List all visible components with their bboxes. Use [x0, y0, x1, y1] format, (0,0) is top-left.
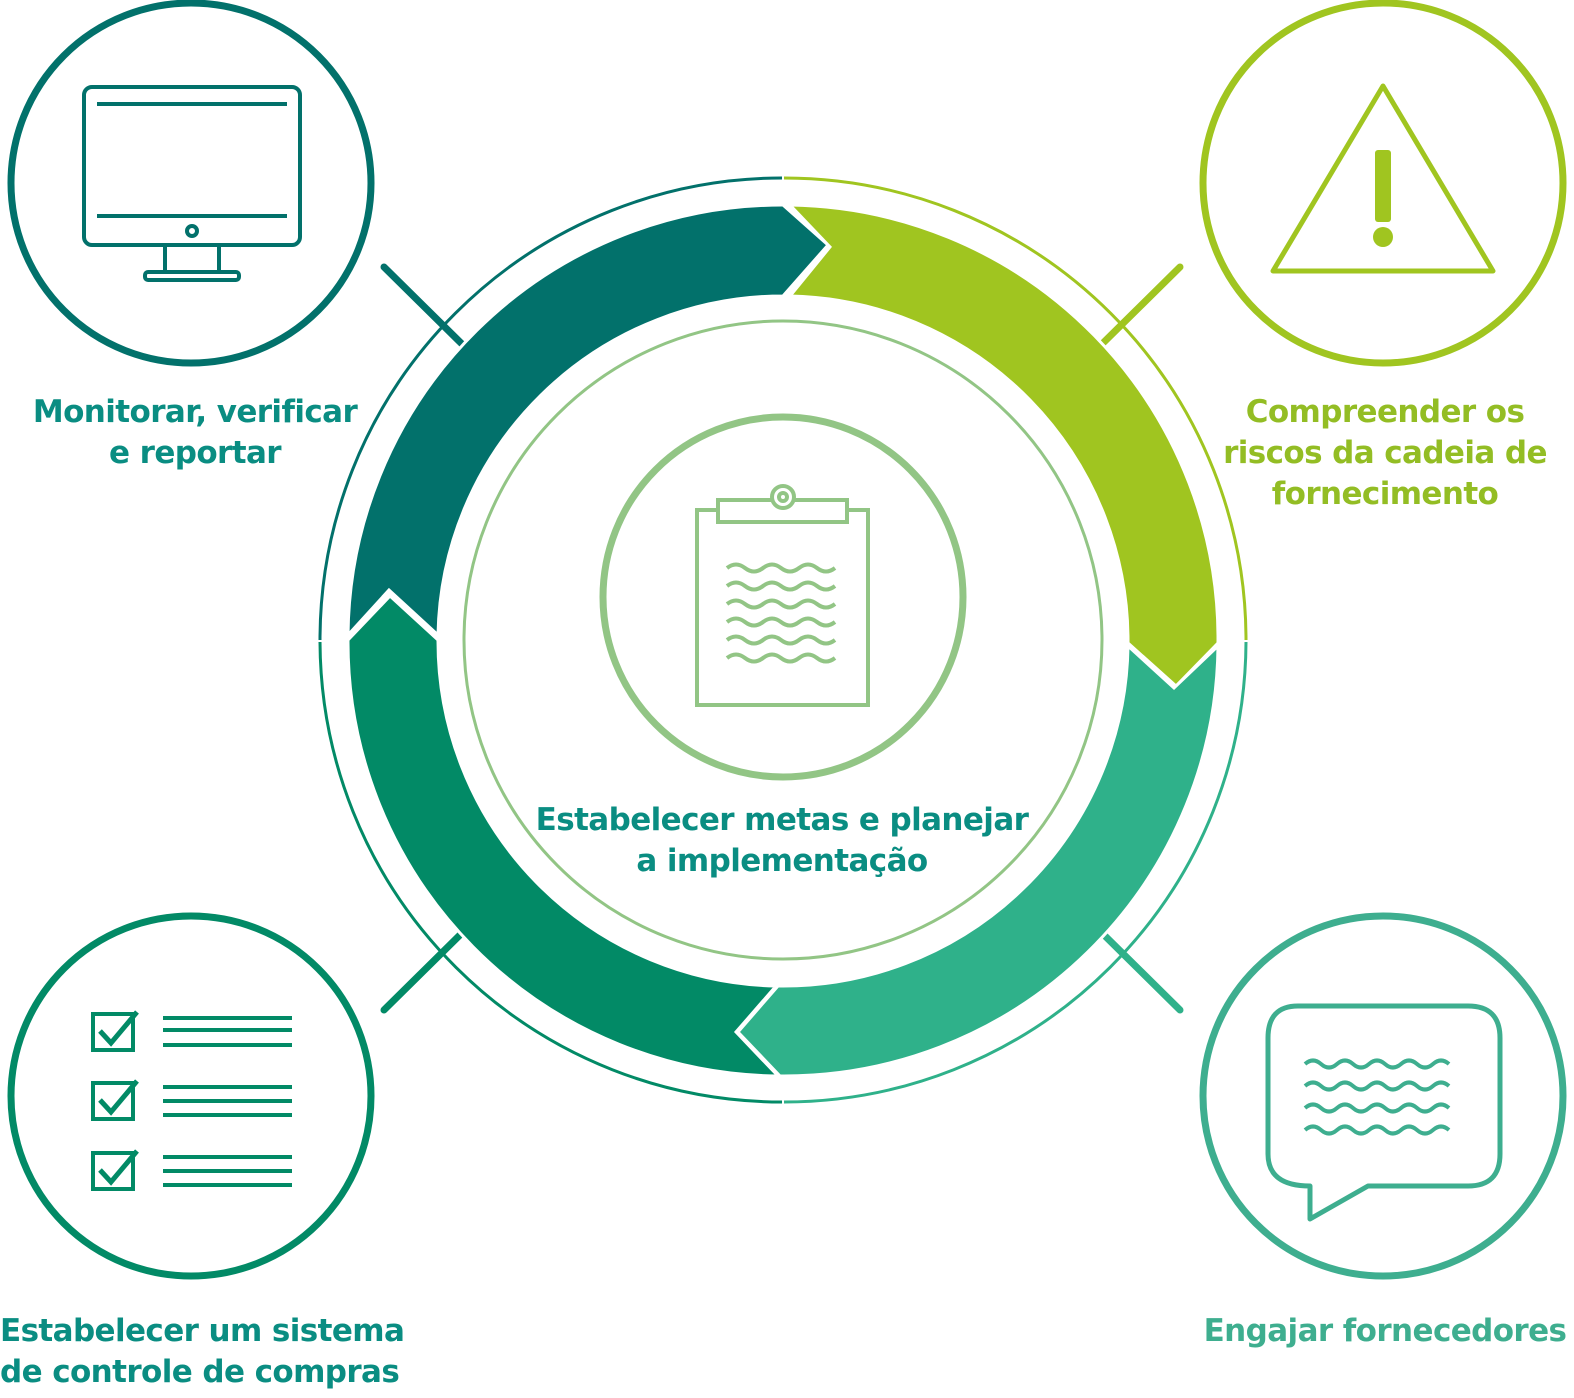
step-label-engage-line1: Engajar fornecedores — [1203, 1313, 1567, 1349]
warning-circle — [1199, 0, 1567, 367]
center-icon-ring — [599, 413, 967, 781]
chat-circle — [1199, 912, 1567, 1280]
step-label-controls: Estabelecer um sistema de controle de co… — [0, 1311, 405, 1393]
step-label-monitor-line2: e reportar — [109, 435, 282, 471]
step-label-controls-line2: de controle de compras — [0, 1354, 400, 1390]
step-label-risks-line2: riscos da cadeia de — [1223, 435, 1547, 471]
arrow-segment-top-left — [346, 203, 831, 639]
center-label-line2: a implementação — [636, 843, 928, 879]
step-label-monitor: Monitorar, verificar e reportar — [10, 392, 380, 474]
step-label-engage: Engajar fornecedores — [1195, 1311, 1574, 1352]
connector-top-left — [380, 263, 467, 349]
step-label-risks-line3: fornecimento — [1271, 476, 1499, 512]
outer-ring-bottom-left — [318, 641, 783, 1104]
connector-bottom-right — [1097, 928, 1184, 1014]
step-label-monitor-line1: Monitorar, verificar — [32, 394, 358, 430]
warning-icon — [1270, 83, 1496, 274]
center-label: Estabelecer metas e planejar a implement… — [500, 800, 1064, 882]
arrow-segment-bottom-left — [346, 593, 782, 1078]
outer-ring-top-left — [318, 176, 783, 641]
step-label-risks: Compreender os riscos da cadeia de forne… — [1195, 392, 1574, 515]
inner-ring — [462, 319, 1104, 961]
connector-top-right — [1097, 263, 1184, 349]
arrow-segment-top-right — [786, 203, 1220, 689]
monitor-icon — [82, 85, 302, 282]
outer-ring-bottom-right — [783, 641, 1248, 1104]
checklist-circle — [7, 912, 375, 1280]
checklist-icon — [91, 1010, 292, 1191]
clipboard-icon — [695, 484, 870, 707]
step-label-risks-line1: Compreender os — [1245, 394, 1525, 430]
step-label-controls-line1: Estabelecer um sistema — [0, 1313, 405, 1349]
center-label-line1: Estabelecer metas e planejar — [535, 802, 1029, 838]
outer-ring-top-right — [783, 176, 1248, 641]
connector-bottom-left — [380, 928, 467, 1014]
chat-bubble-icon — [1265, 1003, 1503, 1222]
monitor-circle — [7, 0, 375, 367]
